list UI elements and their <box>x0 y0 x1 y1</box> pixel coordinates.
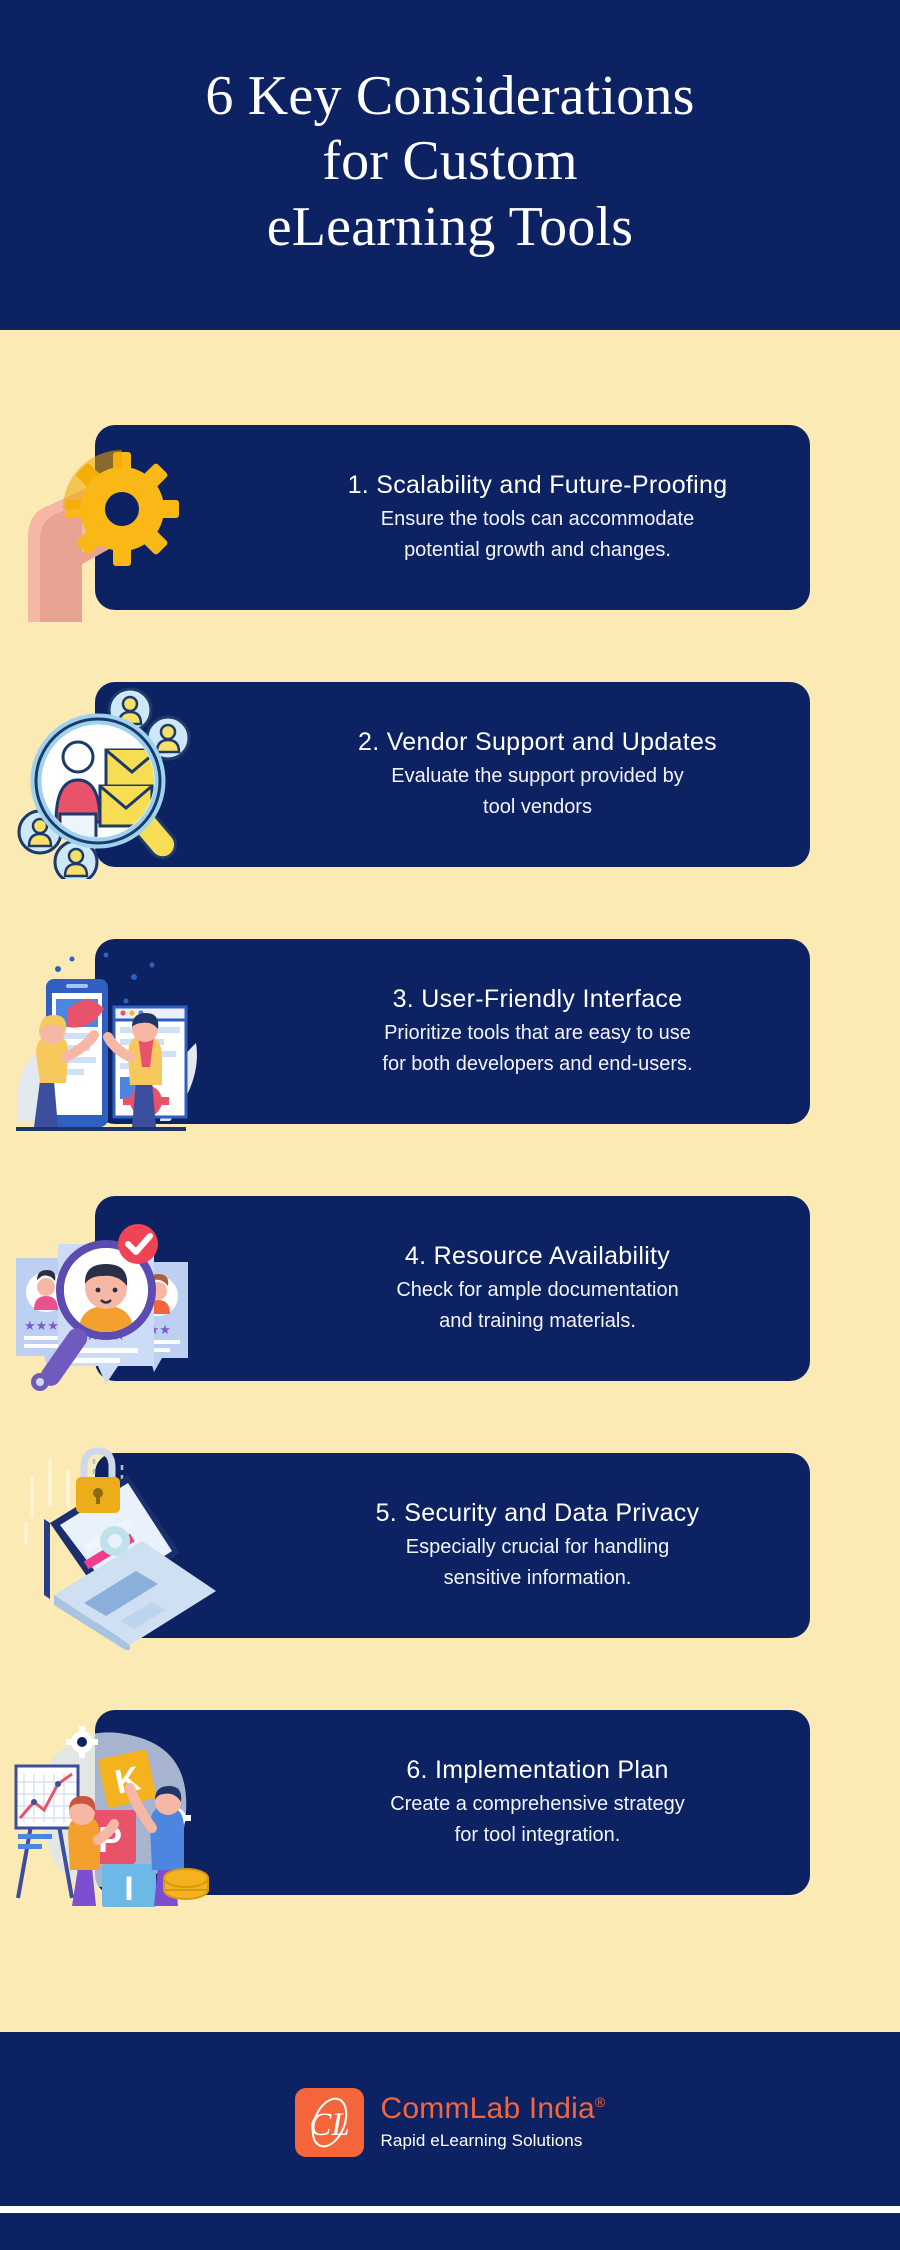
card-text-block: 1. Scalability and Future-Proofing Ensur… <box>305 470 810 565</box>
card-title: 1. Scalability and Future-Proofing <box>347 470 728 499</box>
svg-text:CL: CL <box>309 2107 349 2143</box>
list-item: 5. Security and Data Privacy Especially … <box>0 1447 900 1650</box>
consideration-card-6[interactable]: 6. Implementation Plan Create a comprehe… <box>95 1710 810 1895</box>
card-description-line-2: sensitive information. <box>443 1566 632 1589</box>
considerations-list: 1. Scalability and Future-Proofing Ensur… <box>0 330 900 2032</box>
card-description-line-1: Create a comprehensive strategy <box>390 1793 685 1816</box>
brand-text: CommLab India® Rapid eLearning Solutions <box>381 2093 606 2150</box>
card-description: Prioritize tools that are easy to use fo… <box>305 1018 770 1079</box>
card-description-line-1: Ensure the tools can accommodate <box>380 508 695 531</box>
list-item: 1. Scalability and Future-Proofing Ensur… <box>0 425 900 622</box>
card-description-line-1: Prioritize tools that are easy to use <box>384 1022 691 1045</box>
card-description-line-1: Evaluate the support provided by <box>391 765 684 788</box>
brand-name: CommLab India® <box>381 2093 606 2125</box>
page-title-line-1: 6 Key Considerations <box>205 64 695 127</box>
card-description: Especially crucial for handling sensitiv… <box>305 1532 770 1593</box>
footer-bottom-band <box>0 2213 900 2250</box>
card-description-line-2: for both developers and end-users. <box>382 1052 693 1075</box>
page-title: 6 Key Considerations for Custom eLearnin… <box>70 64 830 267</box>
card-text-block: 2. Vendor Support and Updates Evaluate t… <box>305 727 810 822</box>
card-description: Create a comprehensive strategy for tool… <box>305 1789 770 1850</box>
card-title: 5. Security and Data Privacy <box>375 1498 700 1527</box>
card-description-line-2: tool vendors <box>483 795 592 818</box>
card-text-block: 3. User-Friendly Interface Prioritize to… <box>305 984 810 1079</box>
consideration-card-5[interactable]: 5. Security and Data Privacy Especially … <box>95 1453 810 1638</box>
card-description-line-1: Especially crucial for handling <box>405 1536 670 1559</box>
brand-name-text: CommLab India <box>380 2092 595 2126</box>
list-item: 2. Vendor Support and Updates Evaluate t… <box>0 682 900 879</box>
header-band: 6 Key Considerations for Custom eLearnin… <box>0 0 900 330</box>
card-description: Ensure the tools can accommodate potenti… <box>305 504 770 565</box>
consideration-card-2[interactable]: 2. Vendor Support and Updates Evaluate t… <box>95 682 810 867</box>
card-title: 2. Vendor Support and Updates <box>358 727 717 756</box>
card-title: 6. Implementation Plan <box>406 1755 669 1784</box>
page-title-line-3: eLearning Tools <box>266 195 634 258</box>
list-item: 4. Resource Availability Check for ample… <box>0 1196 900 1391</box>
consideration-card-3[interactable]: 3. User-Friendly Interface Prioritize to… <box>95 939 810 1124</box>
footer-divider <box>0 2206 900 2213</box>
list-item: 3. User-Friendly Interface Prioritize to… <box>0 939 900 1131</box>
svg-text:★★★: ★★★ <box>24 1318 59 1333</box>
card-description-line-2: for tool integration. <box>454 1823 621 1846</box>
consideration-card-1[interactable]: 1. Scalability and Future-Proofing Ensur… <box>95 425 810 610</box>
card-description: Evaluate the support provided by tool ve… <box>305 761 770 822</box>
brand-tagline: Rapid eLearning Solutions <box>380 2130 583 2150</box>
commlab-logo-icon: CL <box>294 2087 364 2157</box>
footer-band: CL CommLab India® Rapid eLearning Soluti… <box>0 2032 900 2212</box>
list-item: 6. Implementation Plan Create a comprehe… <box>0 1710 900 1907</box>
card-text-block: 5. Security and Data Privacy Especially … <box>305 1498 810 1593</box>
card-description-line-2: and training materials. <box>439 1309 636 1332</box>
page-title-line-2: for Custom <box>322 130 578 193</box>
consideration-card-4[interactable]: 4. Resource Availability Check for ample… <box>95 1196 810 1381</box>
card-description-line-1: Check for ample documentation <box>396 1279 679 1302</box>
card-description: Check for ample documentation and traini… <box>305 1275 770 1336</box>
registered-trademark-icon: ® <box>594 2094 606 2111</box>
card-text-block: 4. Resource Availability Check for ample… <box>305 1241 810 1336</box>
card-title: 4. Resource Availability <box>404 1241 671 1270</box>
card-text-block: 6. Implementation Plan Create a comprehe… <box>305 1755 810 1850</box>
card-description-line-2: potential growth and changes. <box>404 538 671 561</box>
brand-lockup[interactable]: CL CommLab India® Rapid eLearning Soluti… <box>294 2087 606 2157</box>
card-title: 3. User-Friendly Interface <box>392 984 683 1013</box>
